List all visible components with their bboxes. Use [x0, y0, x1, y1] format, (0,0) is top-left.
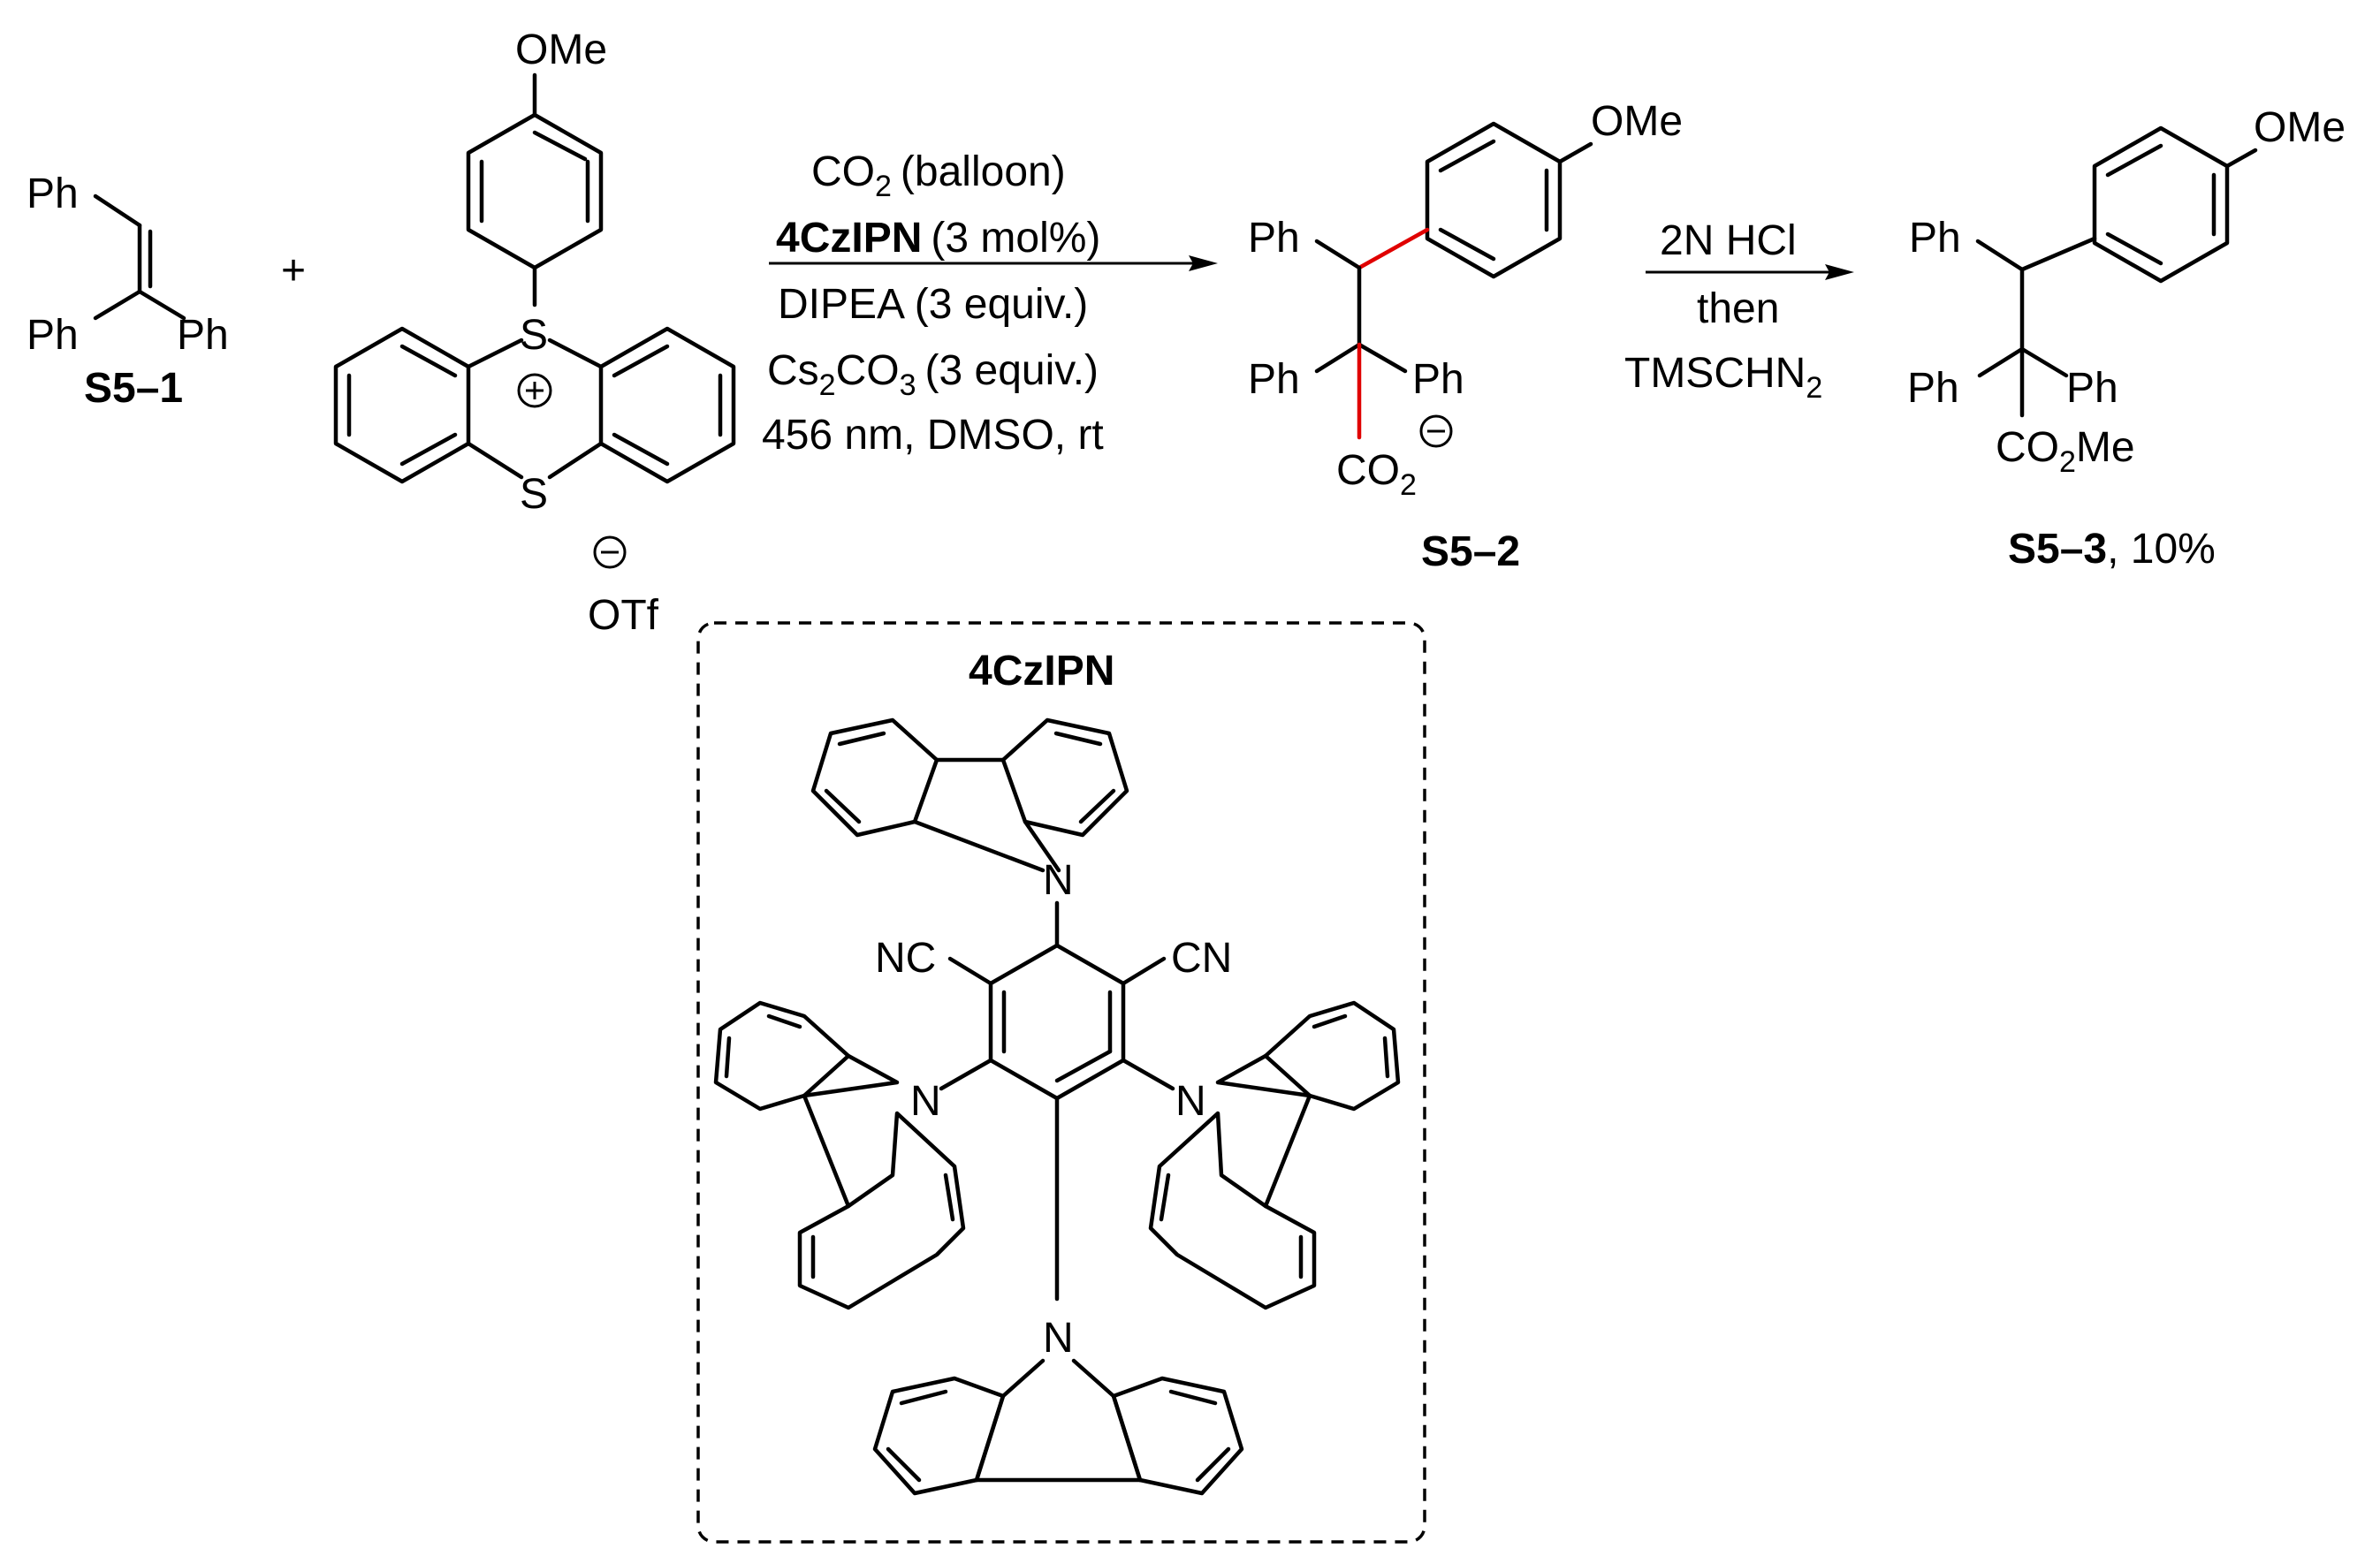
base-label: DIPEA (3 equiv.)	[778, 281, 1088, 328]
svg-text:CO2: CO2	[1336, 447, 1417, 502]
carbazole-left: N	[713, 1000, 966, 1310]
svg-text:CO2Me: CO2Me	[1996, 424, 2135, 479]
ph-label: Ph	[1907, 365, 1959, 412]
reagent-then: then	[1697, 285, 1779, 332]
ph-label: Ph	[1248, 215, 1300, 262]
ome-label: OMe	[1591, 98, 1683, 145]
reactant-thianthrenium: OMe S S OTf	[333, 27, 736, 639]
carboxylate-label: CO	[1336, 447, 1400, 494]
step1-conditions: CO2(balloon) 4CzIPN(3 mol%) DIPEA (3 equ…	[762, 148, 1218, 459]
ph-label: Ph	[177, 312, 229, 359]
svg-text:TMSCHN2: TMSCHN2	[1624, 350, 1822, 405]
nitrogen-label: N	[1043, 1315, 1074, 1362]
ester-label: CO	[1996, 424, 2059, 471]
svg-text:4CzIPN(3 mol%): 4CzIPN(3 mol%)	[776, 215, 1100, 262]
nitrile-label-left: NC	[875, 935, 936, 982]
conditions-label: 456 nm, DMSO, rt	[762, 412, 1104, 459]
ph-label: Ph	[27, 312, 79, 359]
reagent-tmschn2: TMSCHN	[1624, 350, 1806, 397]
svg-text:Cs2CO3(3 equiv.): Cs2CO3(3 equiv.)	[767, 347, 1099, 402]
nitrogen-label: N	[910, 1078, 941, 1125]
ome-label: OMe	[515, 27, 607, 73]
compound-label-s5-3: S5–3	[2008, 526, 2107, 573]
catalyst-name: 4CzIPN	[776, 215, 922, 262]
nitrogen-label: N	[1175, 1078, 1206, 1125]
product-s5-3: OMe Ph Ph Ph CO2Me S5–3, 10%	[1907, 104, 2346, 573]
reagent-hcl: 2N HCl	[1660, 217, 1797, 264]
carbazole-bottom: N	[872, 1315, 1244, 1496]
plus-sign: +	[281, 247, 306, 294]
ph-label: Ph	[1248, 356, 1300, 403]
compound-label-s5-2: S5–2	[1421, 528, 1520, 575]
new-cc-bond-highlight	[1357, 227, 1430, 270]
ph-label: Ph	[27, 171, 79, 217]
ph-label: Ph	[2066, 365, 2118, 412]
nitrogen-label: N	[1043, 857, 1074, 904]
nitrile-label-right: CN	[1171, 935, 1232, 982]
catalyst-structure-box: 4CzIPN N NC CN N	[696, 621, 1426, 1544]
co2-label: CO	[811, 148, 875, 195]
compound-label-s5-1: S5–1	[84, 365, 183, 412]
ph-label: Ph	[1412, 356, 1464, 403]
carbazole-right: N	[1148, 1000, 1401, 1310]
sulfonium-s: S	[520, 312, 548, 359]
ph-label: Ph	[1909, 215, 1961, 262]
intermediate-s5-2: OMe Ph Ph Ph CO2 S5–2	[1248, 98, 1683, 575]
yield-label: , 10%	[2107, 526, 2216, 573]
svg-text:S5–3, 10%: S5–3, 10%	[2008, 526, 2216, 573]
carbazole-top: N	[810, 717, 1129, 904]
sulfur-s: S	[520, 471, 548, 518]
ome-label: OMe	[2254, 104, 2346, 151]
step2-conditions: 2N HCl then TMSCHN2	[1624, 217, 1854, 405]
svg-text:CO2(balloon): CO2(balloon)	[811, 148, 1066, 203]
triflate-counterion: OTf	[588, 592, 659, 639]
reactant-s5-1: Ph Ph Ph S5–1	[27, 171, 229, 412]
catalyst-title: 4CzIPN	[969, 648, 1114, 695]
